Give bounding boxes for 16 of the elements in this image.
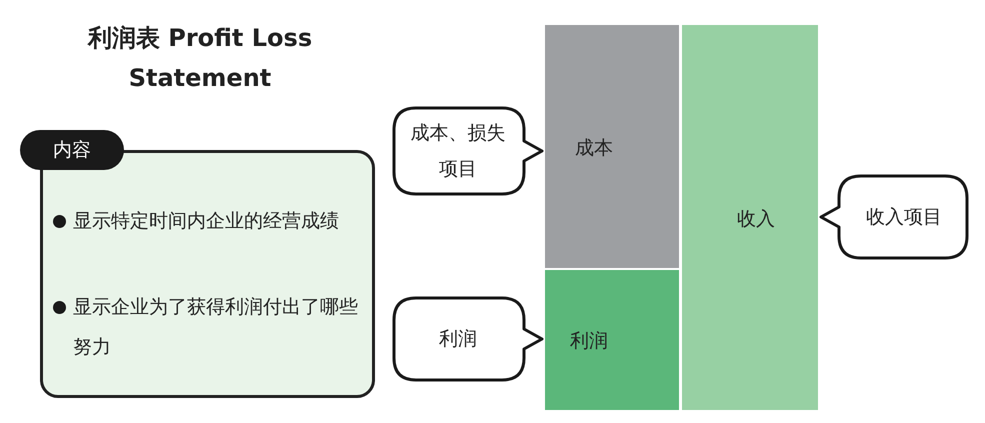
statement-block [545, 25, 679, 268]
bullet-text: 显示特定时间内企业的经营成绩 [73, 209, 340, 234]
block-label: 收入 [737, 206, 775, 232]
block-label: 利润 [570, 329, 608, 354]
bubble-text: 成本、损失项目 [410, 121, 506, 182]
statement-block [545, 270, 679, 410]
diagram-title: 利润表 Profit Loss Statement [86, 23, 314, 94]
bubble-text: 收入项目 [865, 205, 943, 230]
statement-block [682, 25, 818, 410]
speech-bubble [819, 174, 969, 260]
bubble-text: 利润 [438, 327, 478, 352]
speech-bubble [392, 296, 544, 382]
bullet-text: 显示企业为了获得利润付出了哪些努力 [73, 295, 358, 360]
block-label: 成本 [575, 136, 613, 160]
heading-tag: 内容 [20, 130, 124, 170]
speech-bubble [392, 106, 544, 196]
